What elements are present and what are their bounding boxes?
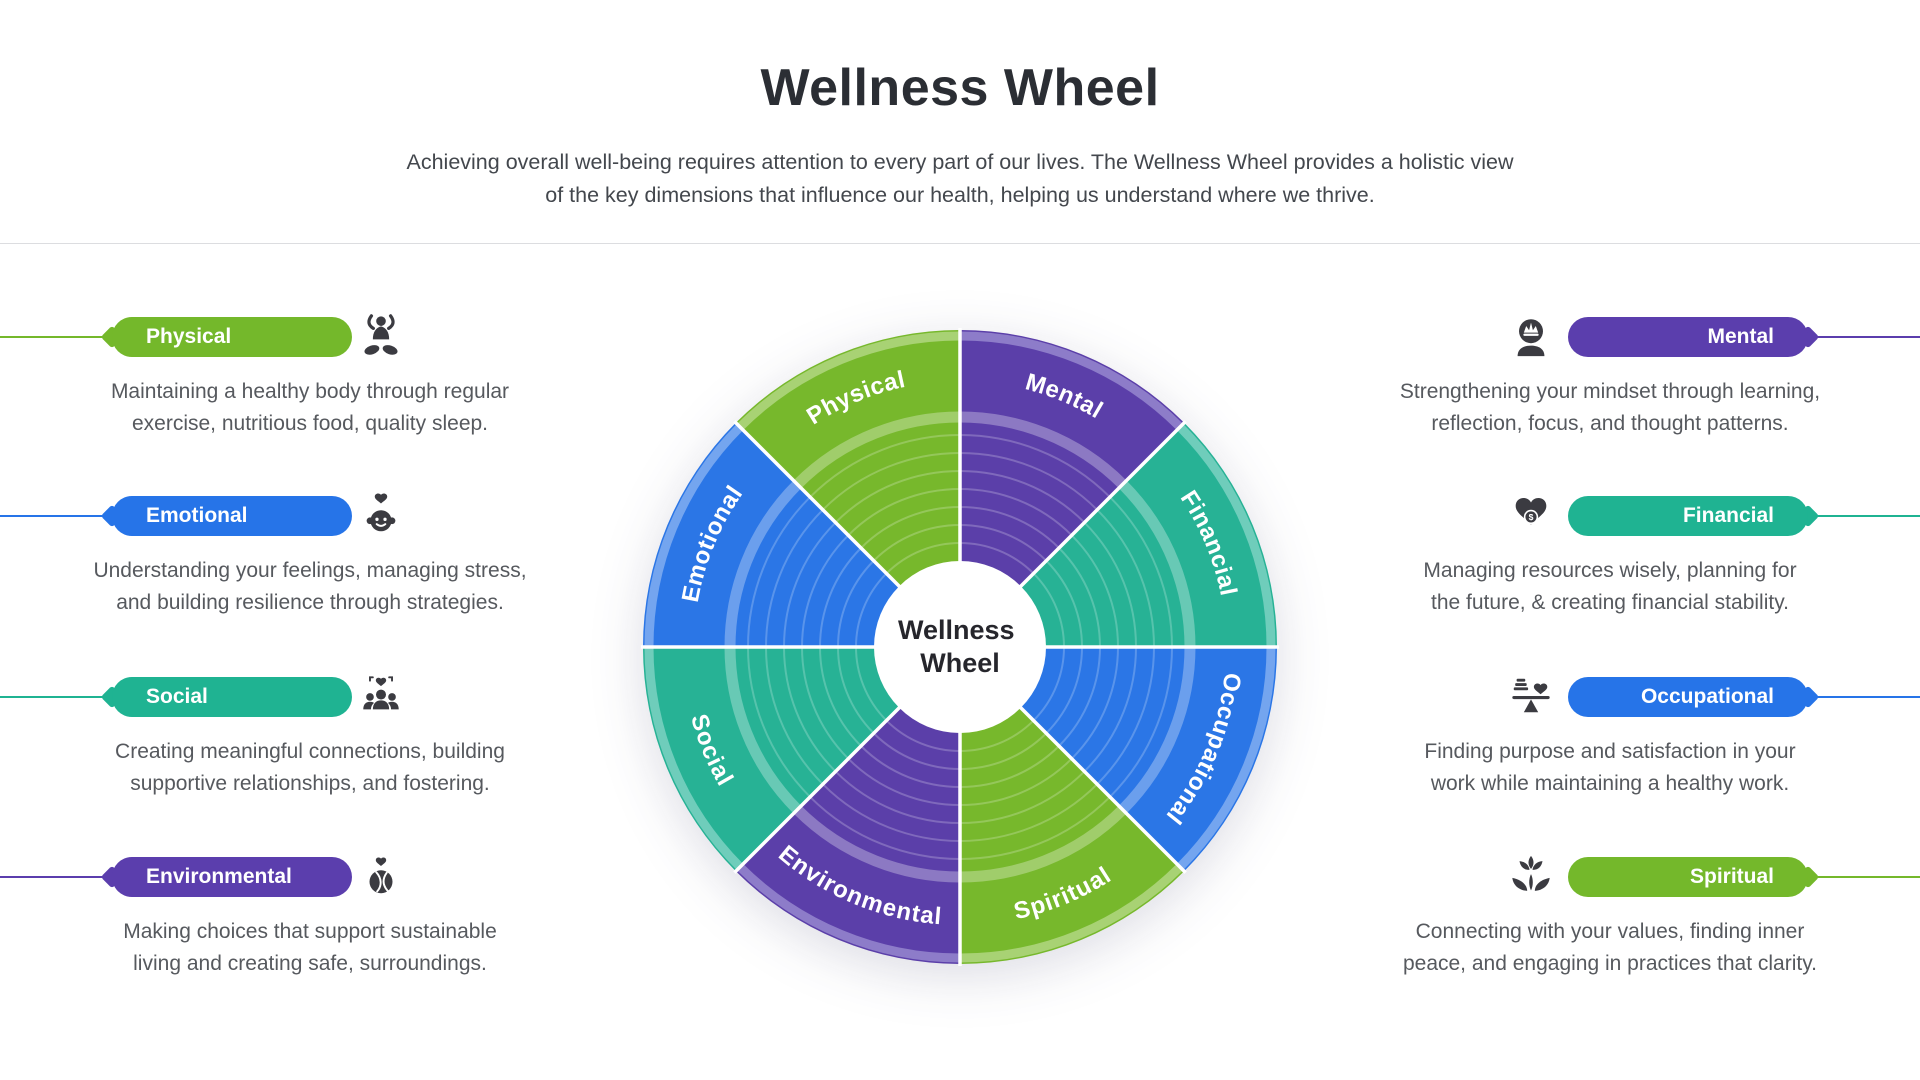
mental-description: Strengthening your mindset through learn… xyxy=(1399,380,1821,435)
wheel-segment-spiritual xyxy=(960,706,1185,965)
header-divider xyxy=(0,243,1920,244)
connector-line-social xyxy=(0,696,116,698)
dimension-card-physical: Physical Maintaining a healthy body thro… xyxy=(90,313,530,473)
subtitle-line-2: of the key dimensions that influence our… xyxy=(545,183,1375,207)
wheel-center-label: Wellness Wheel xyxy=(898,615,1022,678)
heart-dollar-icon: $ xyxy=(1508,492,1554,538)
wheel-rim-environmental xyxy=(736,863,961,963)
wheel-center-circle xyxy=(874,561,1046,733)
wheel-segment-environmental xyxy=(735,706,960,965)
financial-badge: Financial xyxy=(1568,496,1808,536)
environmental-description: Making choices that support sustainable … xyxy=(123,920,497,975)
physical-description: Maintaining a healthy body through regul… xyxy=(110,380,510,435)
dimension-card-mental: Mental Strengthening your mindset throug… xyxy=(1390,313,1830,473)
mental-badge: Mental xyxy=(1568,317,1808,357)
financial-description: Managing resources wisely, planning for … xyxy=(1423,559,1797,614)
dimension-card-financial: Financial $ Managing resources wisely, p… xyxy=(1390,492,1830,652)
occupational-badge: Occupational xyxy=(1568,677,1808,717)
occupational-description: Finding purpose and satisfaction in your… xyxy=(1424,740,1796,795)
emotional-description: Understanding your feelings, managing st… xyxy=(93,559,527,614)
connector-line-occupational xyxy=(1804,696,1920,698)
meditation-icon xyxy=(358,313,404,359)
balance-heart-icon xyxy=(1508,673,1554,719)
subtitle-line-1: Achieving overall well-being requires at… xyxy=(406,150,1514,174)
dimension-card-environmental: Environmental Making choices that suppor… xyxy=(90,853,530,1013)
wheel-rim-spiritual xyxy=(959,863,1184,963)
wheel-gap xyxy=(1016,703,1187,874)
social-description: Creating meaningful connections, buildin… xyxy=(115,740,505,795)
svg-text:$: $ xyxy=(1529,512,1534,522)
globe-heart-icon xyxy=(358,853,404,899)
wheel-segment-emotional xyxy=(643,422,901,647)
wheel-segment-mental xyxy=(960,330,1185,588)
dimension-card-occupational: Occupational Finding purpose and satisfa… xyxy=(1390,673,1830,833)
connector-line-spiritual xyxy=(1804,876,1920,878)
wheel-gap xyxy=(733,703,904,874)
wheel-segment-financial xyxy=(1019,422,1277,647)
wheel-gap xyxy=(1016,420,1187,591)
connector-line-mental xyxy=(1804,336,1920,338)
dimension-card-social: Social Creating meaningful connections, … xyxy=(90,673,530,833)
connector-line-physical xyxy=(0,336,116,338)
physical-badge: Physical xyxy=(112,317,352,357)
wheel-rim-occupational xyxy=(1176,646,1276,871)
wheel-segment-occupational xyxy=(1019,647,1277,872)
spiritual-description: Connecting with your values, finding inn… xyxy=(1402,920,1818,975)
page-title: Wellness Wheel xyxy=(760,59,1160,117)
connector-line-financial xyxy=(1804,515,1920,517)
spiritual-badge: Spiritual xyxy=(1568,857,1808,897)
social-badge: Social xyxy=(112,677,352,717)
wheel-rim-physical xyxy=(736,331,961,431)
wheel-segment-social xyxy=(643,647,901,872)
people-group-icon xyxy=(358,673,404,719)
dimension-card-emotional: Emotional Understanding your feelings, m… xyxy=(90,492,530,652)
emotional-face-icon xyxy=(358,492,404,538)
connector-line-environmental xyxy=(0,876,116,878)
lotus-hands-icon xyxy=(1508,853,1554,899)
mind-crown-icon xyxy=(1508,313,1554,359)
wheel-rim-emotional xyxy=(644,423,744,648)
wheel-rim-mental xyxy=(959,331,1184,431)
connector-line-emotional xyxy=(0,515,116,517)
environmental-badge: Environmental xyxy=(112,857,352,897)
wheel-segment-physical xyxy=(735,329,960,588)
emotional-badge: Emotional xyxy=(112,496,352,536)
wheel-rim-financial xyxy=(1176,423,1276,648)
wheel-gap xyxy=(733,420,904,591)
wheel-rim-social xyxy=(644,646,744,871)
dimension-card-spiritual: Spiritual Connecting with your values, f… xyxy=(1390,853,1830,1013)
page-subtitle: Achieving overall well-being requires at… xyxy=(0,146,1920,212)
wellness-wheel-chart: Wellness Wheel Mental Financial Occupati… xyxy=(641,328,1279,966)
